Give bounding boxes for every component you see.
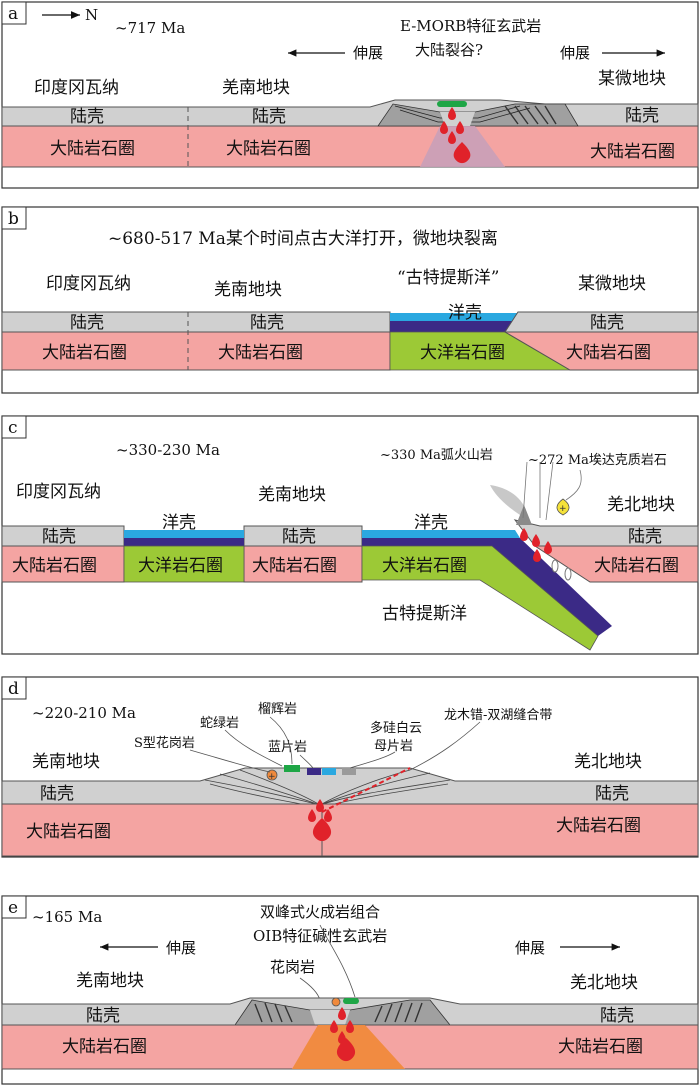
- phengite-label-1: 多硅白云: [370, 720, 422, 736]
- oc-lith-label: 大洋岩石圈: [420, 343, 505, 363]
- panel-a-ext-left: 伸展: [353, 44, 383, 62]
- panel-c-tag-box: [1, 415, 27, 439]
- panel-d-age: ~220-210 Ma: [32, 704, 136, 722]
- panel-d-tag-box: [1, 676, 27, 700]
- panel-c: c ~330-230 Ma ~330 Ma弧火山岩 ~272 Ma埃达克质岩石 …: [1, 415, 699, 655]
- magma-chamber-icon: [453, 142, 471, 164]
- panel-a-age: ~717 Ma: [115, 19, 185, 37]
- panel-a-note2: 大陆裂谷?: [415, 41, 483, 59]
- north-label: N: [85, 6, 98, 24]
- block-qiangnan: 羌南地块: [214, 280, 282, 300]
- crust-label-3: 陆壳: [590, 313, 624, 333]
- oceanic-mantle-dark: [390, 321, 518, 332]
- crust-label-2: 陆壳: [595, 784, 629, 804]
- panel-b-tag-box: [1, 206, 27, 230]
- oib-label: OIB特征碱性玄武岩: [253, 927, 387, 945]
- lith-label-2: 大陆岩石圈: [226, 139, 311, 159]
- e-morb-basalt-icon: [437, 101, 467, 107]
- crust-layer: [1, 311, 391, 333]
- bimodal-label: 双峰式火成岩组合: [260, 903, 380, 921]
- block-qiangnan: 羌南地块: [258, 485, 326, 505]
- block-qiangbei: 羌北地块: [570, 973, 638, 993]
- block-qiangbei: 羌北地块: [607, 495, 675, 515]
- lith-label-1: 大陆岩石圈: [12, 556, 97, 576]
- block-india: 印度冈瓦纳: [16, 482, 101, 502]
- panel-e-age: ~165 Ma: [32, 908, 102, 926]
- panel-a-letter: a: [8, 4, 18, 24]
- lith-label-2: 大陆岩石圈: [558, 1037, 643, 1057]
- panel-a: a N ~717 Ma E-MORB特征玄武岩 大陆裂谷? 伸展 伸展 印度冈瓦…: [1, 1, 699, 189]
- panel-a-ext-right: 伸展: [560, 44, 590, 62]
- oc-crust-label-1: 洋壳: [162, 513, 196, 533]
- lith-label-3: 大陆岩石圈: [566, 343, 651, 363]
- s-granite-label: S型花岗岩: [134, 735, 195, 751]
- crust-label-2: 陆壳: [282, 527, 316, 547]
- crust-label-3: 陆壳: [625, 106, 659, 126]
- ocean-name: “古特提斯洋”: [397, 268, 499, 288]
- block-micro: 某微地块: [598, 69, 666, 89]
- panel-c-letter: c: [8, 418, 18, 438]
- crust-label-1: 陆壳: [70, 313, 104, 333]
- block-qiangnan: 羌南地块: [76, 971, 144, 991]
- lith-label-3: 大陆岩石圈: [590, 142, 675, 162]
- phengite-label-2: 母片岩: [374, 739, 413, 754]
- serpentinite-label: 蛇绿岩: [200, 716, 239, 731]
- block-micro: 某微地块: [578, 274, 646, 294]
- panel-e-ext-right: 伸展: [515, 939, 545, 957]
- panel-d: d ~220-210 Ma 榴辉岩 蛇绿岩 S型花岗岩 蓝片岩 多硅白云 母片岩…: [1, 676, 699, 858]
- panel-b: b ~680-517 Ma某个时间点古大洋打开，微地块裂离 印度冈瓦纳 羌南地块…: [1, 206, 699, 394]
- crust-label-1: 陆壳: [40, 784, 74, 804]
- block-qiangnan: 羌南地块: [32, 752, 100, 772]
- adakite-label: ~272 Ma埃达克质岩石: [528, 453, 667, 468]
- lith-label-2: 大陆岩石圈: [252, 556, 337, 576]
- panel-d-letter: d: [8, 679, 19, 699]
- crust-label-2: 陆壳: [600, 1006, 634, 1026]
- eclogite-label: 榴辉岩: [258, 702, 297, 717]
- panel-e-tag-box: [1, 895, 27, 919]
- lith-label-1: 大陆岩石圈: [26, 822, 111, 842]
- block-qiangnan: 羌南地块: [222, 78, 290, 98]
- oc-crust-label: 洋壳: [448, 303, 482, 323]
- oc-lith-label-1: 大洋岩石圈: [138, 556, 223, 576]
- block-india: 印度冈瓦纳: [46, 274, 131, 294]
- crust-label-3: 陆壳: [628, 527, 662, 547]
- panel-a-tag-box: [1, 1, 27, 25]
- suture-label: 龙木错-双湖缝合带: [444, 708, 552, 723]
- lith-label-2: 大陆岩石圈: [556, 816, 641, 836]
- lith-label-3: 大陆岩石圈: [594, 556, 679, 576]
- lith-label-1: 大陆岩石圈: [42, 343, 127, 363]
- block-india: 印度冈瓦纳: [34, 78, 119, 98]
- panel-e: e ~165 Ma 双峰式火成岩组合 OIB特征碱性玄武岩 伸展 伸展 花岗岩 …: [1, 895, 699, 1085]
- oc-lith-label-2: 大洋岩石圈: [382, 556, 467, 576]
- crust-label-2: 陆壳: [250, 313, 284, 333]
- lith-label-1: 大陆岩石圈: [50, 139, 135, 159]
- crust-label-2: 陆壳: [252, 107, 286, 127]
- panel-a-note1: E-MORB特征玄武岩: [400, 17, 541, 35]
- crust-label-1: 陆壳: [70, 107, 104, 127]
- blueschist-label: 蓝片岩: [268, 740, 307, 755]
- panel-b-letter: b: [8, 209, 19, 229]
- paleo-tethys-label: 古特提斯洋: [382, 604, 467, 624]
- panel-e-letter: e: [8, 898, 18, 918]
- panel-b-heading: ~680-517 Ma某个时间点古大洋打开，微地块裂离: [108, 229, 498, 249]
- lith-label-1: 大陆岩石圈: [62, 1037, 147, 1057]
- panel-e-ext-left: 伸展: [166, 939, 196, 957]
- granite-label: 花岗岩: [270, 958, 315, 976]
- crust-label-1: 陆壳: [86, 1006, 120, 1026]
- svg-text:+: +: [268, 772, 276, 782]
- lithosphere-layer: [1, 125, 699, 168]
- panel-c-age: ~330-230 Ma: [116, 441, 220, 459]
- arc-volcanic-label: ~330 Ma弧火山岩: [380, 448, 493, 463]
- lith-label-2: 大陆岩石圈: [218, 343, 303, 363]
- crust-label-1: 陆壳: [42, 527, 76, 547]
- block-qiangbei: 羌北地块: [574, 752, 642, 772]
- oc-crust-label-2: 洋壳: [414, 513, 448, 533]
- svg-text:+: +: [559, 504, 567, 514]
- oceanic-crust: [390, 313, 518, 321]
- lithosphere-layer: [1, 331, 391, 371]
